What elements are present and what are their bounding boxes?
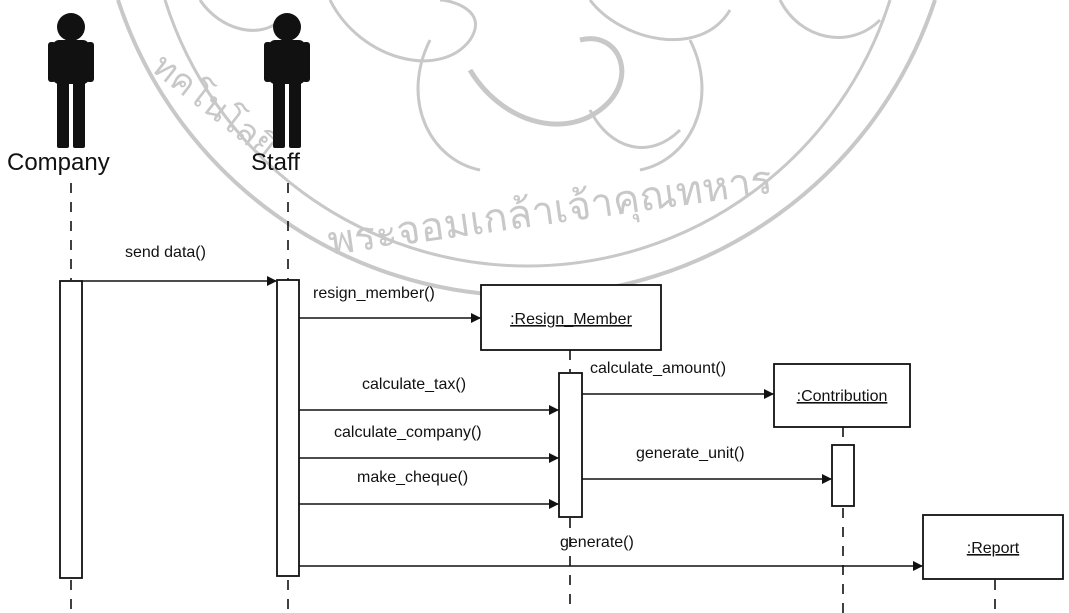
- message-generate-unit: generate_unit(): [636, 445, 745, 462]
- actor-staff-icon: [264, 13, 310, 148]
- message-resign-member: resign_member(): [313, 285, 435, 302]
- message-send-data: send data(): [125, 244, 206, 261]
- activation-contribution: [831, 444, 855, 507]
- actor-company-icon: [48, 13, 94, 148]
- activation-company: [59, 280, 83, 579]
- message-make-cheque: make_cheque(): [357, 469, 468, 486]
- object-report-box: [922, 514, 1064, 580]
- actor-company-label: Company: [7, 149, 110, 176]
- activation-staff: [276, 279, 300, 577]
- object-resign-member-box: [480, 284, 662, 351]
- message-generate: generate(): [560, 534, 634, 551]
- object-contribution-box: [773, 363, 911, 428]
- actor-staff-label: Staff: [251, 149, 300, 176]
- message-calculate-company: calculate_company(): [334, 424, 482, 441]
- object-contribution-label: :Contribution: [797, 388, 888, 405]
- watermark-text-bottom: พระจอมเกล้าเจ้าคุณทหาร: [325, 157, 775, 266]
- object-report-label: :Report: [967, 540, 1020, 557]
- activation-resign-member: [558, 372, 583, 518]
- object-resign-member-label: :Resign_Member: [510, 311, 633, 328]
- message-calculate-tax: calculate_tax(): [362, 376, 466, 393]
- message-calculate-amount: calculate_amount(): [590, 360, 726, 377]
